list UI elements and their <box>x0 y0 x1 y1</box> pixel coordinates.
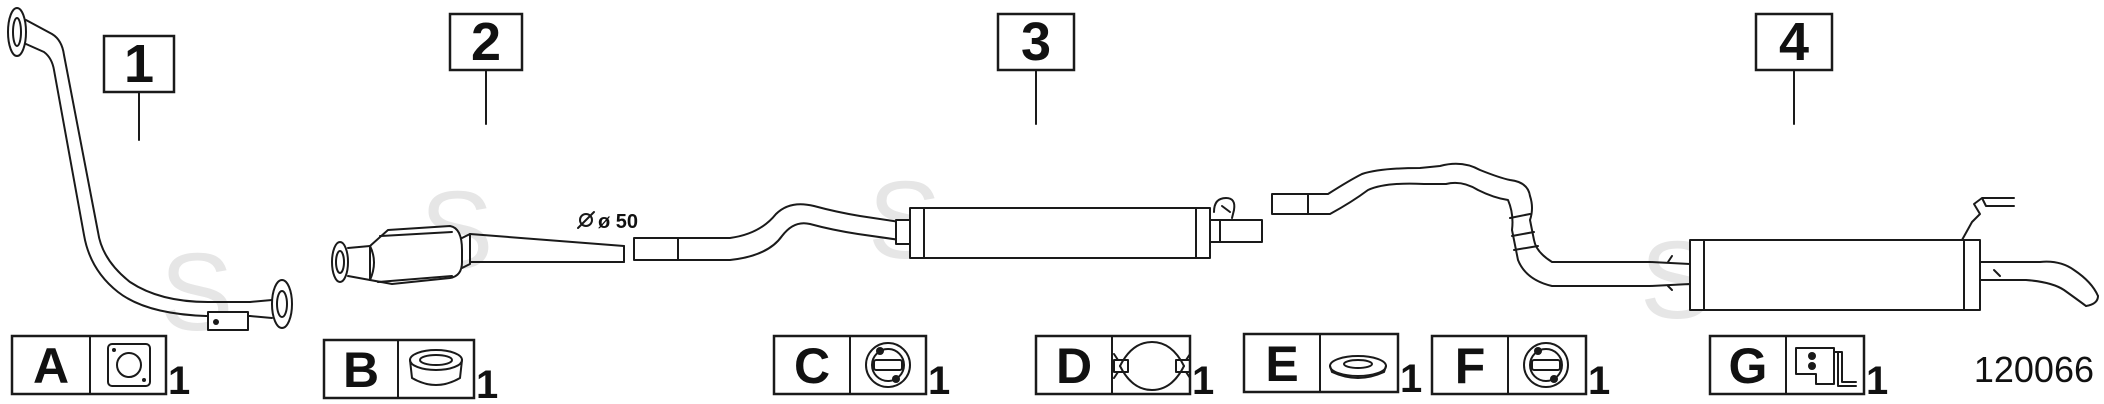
flange-icon <box>7 7 27 57</box>
part-number: 3 <box>1021 12 1051 72</box>
kit-letter: C <box>794 338 830 394</box>
kit-item-b: B 1 <box>322 338 498 404</box>
kit-quantity: 1 <box>1400 357 1422 401</box>
part-callout-2: 2 <box>448 12 524 125</box>
sealing-ring-icon <box>409 349 463 386</box>
pipe-clamp-icon <box>1113 341 1191 391</box>
part-3-middle-silencer <box>633 197 1263 261</box>
front-pipe <box>25 19 251 303</box>
part-4-rear-silencer <box>1271 162 2099 311</box>
kit-letter: G <box>1729 338 1768 394</box>
kit-letter: F <box>1455 338 1486 394</box>
kit-quantity: 1 <box>476 363 498 404</box>
rear-silencer <box>1689 239 1981 311</box>
catalytic-converter <box>369 225 463 285</box>
kit-item-d: D 1 <box>1034 334 1214 403</box>
part-number-box <box>102 34 176 94</box>
part-number-box <box>1754 12 1834 72</box>
part-2-catalytic-converter <box>331 225 625 285</box>
watermark-s: S <box>160 231 233 354</box>
part-number: 4 <box>1779 12 1809 72</box>
kit-item-g: G 1 <box>1708 334 1888 403</box>
rubber-ring-icon <box>1329 355 1387 379</box>
kit-letter: D <box>1056 338 1092 394</box>
part-number: 1 <box>124 34 154 94</box>
kit-quantity: 1 <box>1866 359 1888 403</box>
mounting-bracket-icon <box>1795 347 1857 387</box>
intermediate-pipe <box>469 233 625 263</box>
hanger-hook <box>1213 197 1236 219</box>
part-callout-4: 4 <box>1754 12 1834 125</box>
flange-icon <box>331 241 349 283</box>
middle-silencer <box>909 207 1211 259</box>
rubber-hanger-icon <box>865 342 911 388</box>
hanger-wire <box>1961 197 2015 241</box>
part-1-front-pipe <box>7 7 293 331</box>
kit-item-c: C 1 <box>772 334 950 403</box>
kit-item-a: A 1 <box>10 334 190 403</box>
flange-icon <box>271 279 293 329</box>
kit-quantity: 1 <box>928 359 950 403</box>
kit-letter: A <box>33 338 69 394</box>
kit-letter: B <box>343 342 379 398</box>
part-callout-1: 1 <box>102 34 176 141</box>
part-number: 2 <box>471 12 501 72</box>
diameter-label: ø 50 <box>577 211 638 233</box>
kit-item-f: F 1 <box>1430 334 1610 403</box>
part-callout-3: 3 <box>996 12 1076 125</box>
gasket-icon <box>107 343 151 387</box>
rubber-hanger-icon <box>1523 342 1569 388</box>
tailpipe <box>1979 260 2099 297</box>
reference-number: 120066 <box>1974 349 2094 390</box>
kit-item-e: E 1 <box>1242 332 1422 401</box>
dimension-value: ø 50 <box>598 211 638 233</box>
kit-quantity: 1 <box>168 359 190 403</box>
kit-quantity: 1 <box>1588 359 1610 403</box>
kit-letter: E <box>1265 336 1298 392</box>
kit-quantity: 1 <box>1192 359 1214 403</box>
